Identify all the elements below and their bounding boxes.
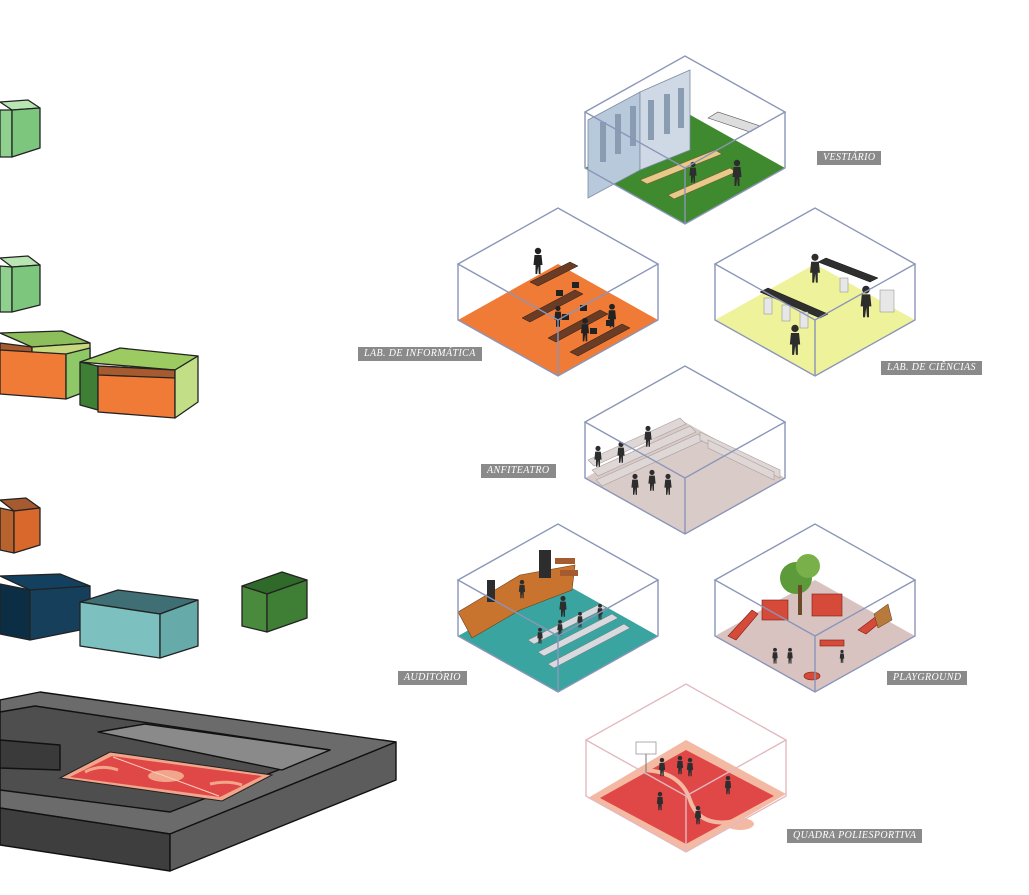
room-auditorio: [456, 523, 660, 693]
label-playground: PLAYGROUND: [887, 671, 968, 685]
room-playground: [713, 523, 917, 693]
room-anfiteatro: [583, 365, 787, 535]
block-dark-green: [241, 571, 308, 633]
block-brown-small: [0, 497, 41, 554]
block-orange-left: [0, 330, 91, 400]
room-vestiario: [583, 55, 787, 225]
label-lab-ciencias: LAB. DE CIÊNCIAS: [881, 361, 982, 375]
room-lab-informatica: [456, 207, 660, 377]
room-lab-ciencias: [713, 207, 917, 377]
basketball-court: [58, 751, 274, 802]
block-light-green-top: [0, 99, 41, 158]
label-auditorio: AUDITÓRIO: [398, 671, 467, 685]
block-orange-right: [79, 347, 199, 419]
building-blocks: [0, 99, 397, 872]
block-teal: [79, 589, 199, 659]
base-slab: [0, 691, 397, 872]
label-quadra: QUADRA POLIESPORTIVA: [787, 829, 923, 843]
block-light-green-middle: [0, 255, 41, 313]
label-vestiario: VESTIÁRIO: [817, 151, 882, 165]
block-navy: [0, 573, 91, 641]
room-quadra: [584, 683, 788, 853]
label-lab-informatica: LAB. DE INFORMÁTICA: [358, 347, 482, 361]
label-anfiteatro: ANFITEATRO: [481, 464, 556, 478]
